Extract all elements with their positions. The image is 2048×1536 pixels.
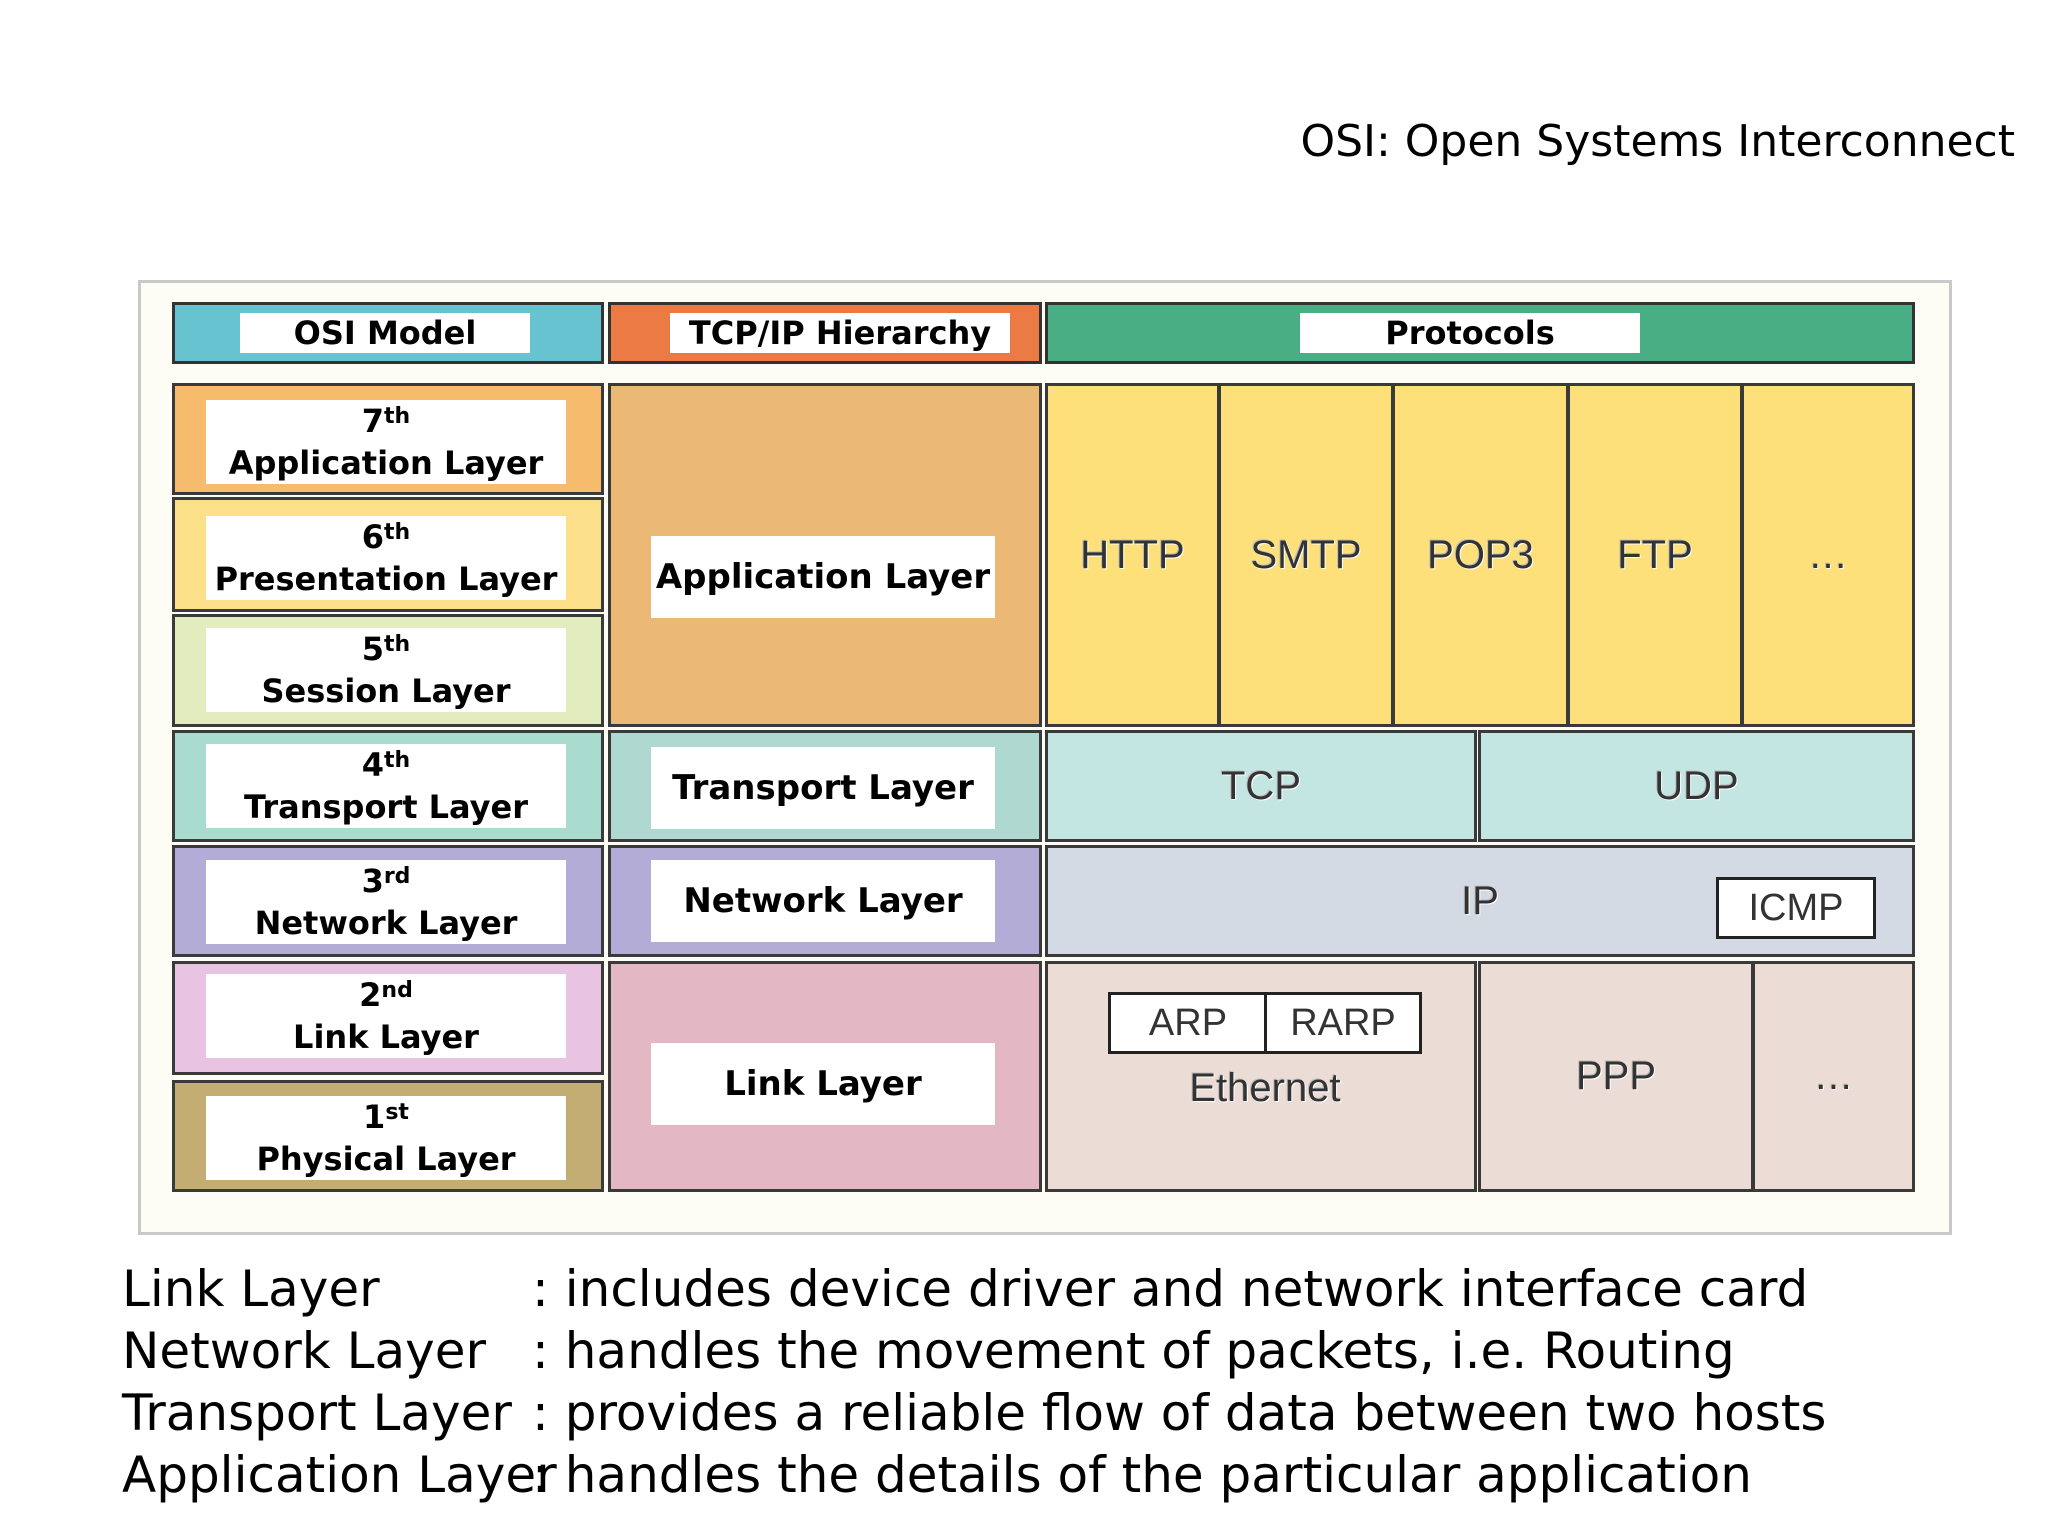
protocol-ftp: FTP (1567, 383, 1743, 727)
note-row: Network Layer : handles the movement of … (122, 1320, 2022, 1382)
osi-layer-1-label: 1st Physical Layer (206, 1096, 566, 1180)
protocol-http: HTTP (1045, 383, 1220, 727)
note-row: Link Layer : includes device driver and … (122, 1258, 2022, 1320)
protocol-link-more: … (1752, 961, 1915, 1192)
protocol-udp: UDP (1478, 730, 1915, 842)
tcpip-network-label: Network Layer (651, 860, 995, 942)
osi-layer-5-label: 5th Session Layer (206, 628, 566, 712)
osi-layer-4-label: 4th Transport Layer (206, 744, 566, 828)
protocol-tcp: TCP (1045, 730, 1477, 842)
tcpip-application-label: Application Layer (651, 536, 995, 618)
protocol-ppp: PPP (1478, 961, 1754, 1192)
osi-layer-7-label: 7th Application Layer (206, 400, 566, 484)
note-desc: : provides a reliable flow of data betwe… (532, 1384, 1827, 1442)
note-term: Link Layer (122, 1260, 380, 1318)
osi-layer-6-label: 6th Presentation Layer (206, 516, 566, 600)
note-term: Transport Layer (122, 1384, 512, 1442)
note-term: Network Layer (122, 1322, 487, 1380)
tcpip-header-label: TCP/IP Hierarchy (670, 313, 1010, 353)
osi-layer-2-label: 2nd Link Layer (206, 974, 566, 1058)
layer-notes: Link Layer : includes device driver and … (122, 1258, 2022, 1506)
protocol-smtp: SMTP (1218, 383, 1394, 727)
note-row: Transport Layer : provides a reliable fl… (122, 1382, 2022, 1444)
note-row: Application Layer : handles the details … (122, 1444, 2022, 1506)
protocol-ip: IP (1461, 878, 1499, 923)
osi-layer-3-label: 3rd Network Layer (206, 860, 566, 944)
note-desc: : handles the details of the particular … (532, 1446, 1752, 1504)
protocol-arp: ARP (1108, 992, 1268, 1054)
protocol-application-more: … (1741, 383, 1915, 727)
protocol-rarp: RARP (1264, 992, 1422, 1054)
protocol-icmp: ICMP (1716, 877, 1876, 939)
osi-header-label: OSI Model (240, 313, 530, 353)
note-term: Application Layer (122, 1446, 557, 1504)
protocol-pop3: POP3 (1392, 383, 1569, 727)
tcpip-transport-label: Transport Layer (651, 747, 995, 829)
protocol-ethernet: Ethernet (1189, 1065, 1341, 1110)
page-title: OSI: Open Systems Interconnect (1300, 116, 2015, 167)
tcpip-link-label: Link Layer (651, 1043, 995, 1125)
note-desc: : includes device driver and network int… (532, 1260, 1809, 1318)
note-desc: : handles the movement of packets, i.e. … (532, 1322, 1735, 1380)
protocols-header-label: Protocols (1300, 313, 1640, 353)
